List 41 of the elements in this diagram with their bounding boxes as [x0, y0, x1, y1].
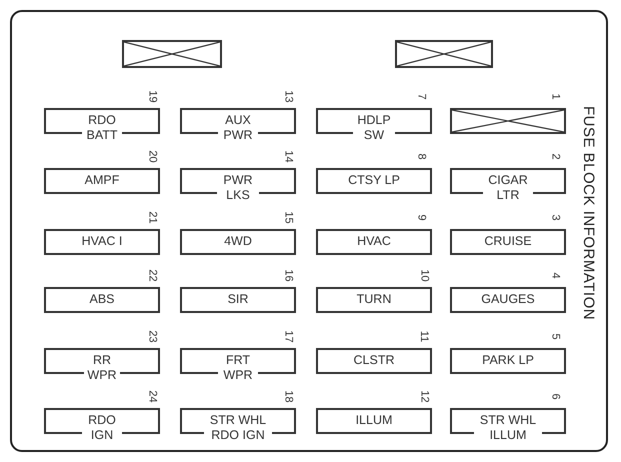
fuse-number: 18: [282, 390, 294, 403]
panel-title: FUSE BLOCK INFORMATION: [580, 106, 597, 320]
fuse-slot: [44, 168, 160, 194]
fuse-number: 8: [416, 153, 427, 160]
fuse-number: 1: [550, 93, 561, 100]
fuse-number: 7: [416, 93, 427, 100]
fuse-number: 13: [282, 90, 294, 103]
fuse-slot: [316, 229, 432, 255]
fuse-slot: [44, 287, 160, 313]
fuse-slot: [316, 168, 432, 194]
fuse-slot: [316, 348, 432, 374]
fuse-number: 20: [146, 150, 158, 163]
fuse-number: 17: [282, 330, 294, 343]
fuse-number: 4: [550, 272, 561, 279]
fuse-number: 22: [146, 269, 158, 282]
fuse-number: 21: [146, 211, 158, 224]
fuse-slot: [316, 408, 432, 434]
fuse-number: 15: [282, 211, 294, 224]
fuse-slot: [44, 229, 160, 255]
fuse-number: 14: [282, 150, 294, 163]
fuse-number: 23: [146, 330, 158, 343]
fuse-number: 11: [418, 330, 430, 342]
fuse-number: 12: [418, 390, 430, 403]
fuse-slot: [450, 229, 566, 255]
fuse-number: 24: [146, 390, 158, 403]
spare-fuse-slot: [395, 40, 493, 68]
fuse-number: 16: [282, 269, 294, 282]
fuse-slot: [450, 348, 566, 374]
spare-fuse-slot: [450, 108, 566, 134]
fuse-number: 5: [550, 333, 561, 340]
fuse-slot: [316, 287, 432, 313]
fuse-number: 3: [550, 214, 561, 221]
fuse-slot: [180, 287, 296, 313]
spare-fuse-slot: [122, 40, 222, 68]
fuse-number: 6: [550, 393, 561, 400]
fuse-slot: [180, 229, 296, 255]
fuse-number: 2: [550, 153, 561, 160]
fuse-slot: [450, 287, 566, 313]
fuse-number: 9: [416, 214, 427, 221]
fuse-number: 19: [146, 90, 158, 103]
fuse-number: 10: [418, 269, 430, 282]
